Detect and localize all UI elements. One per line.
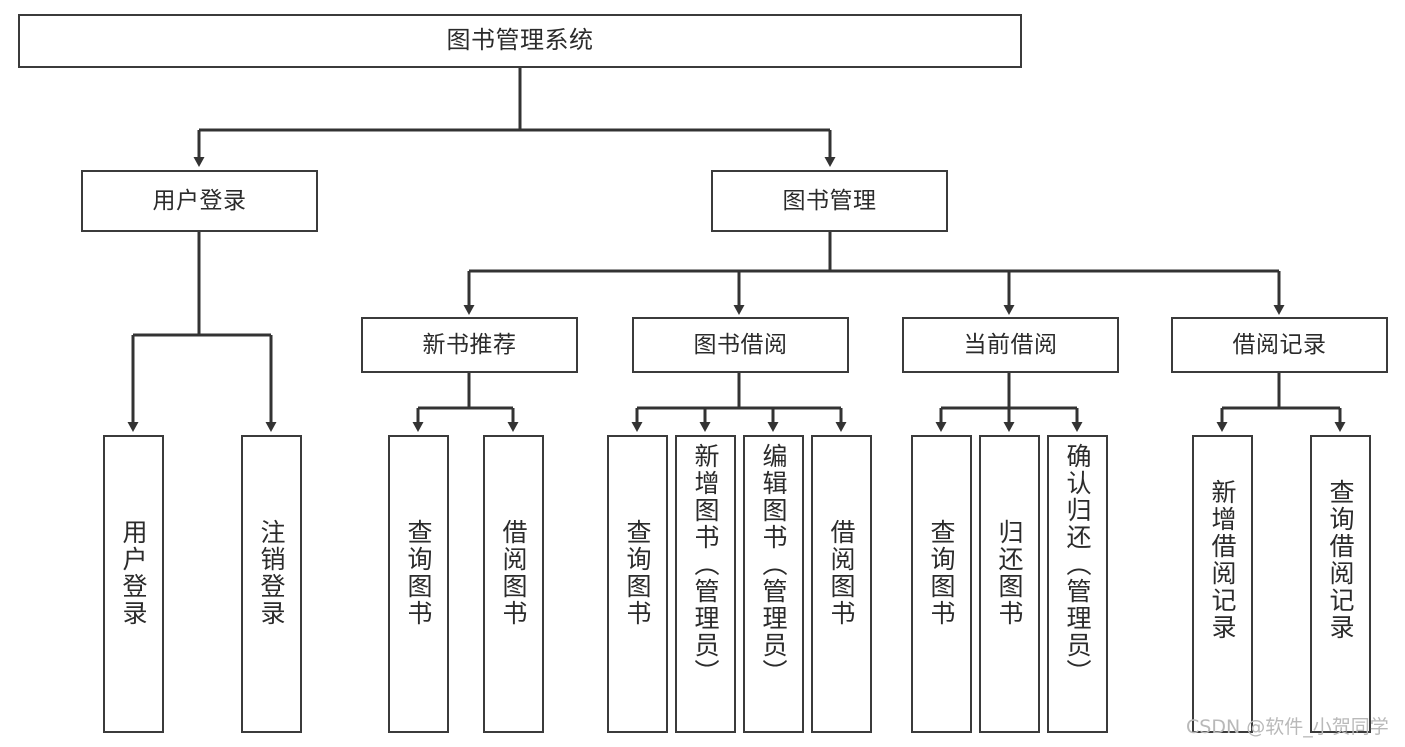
node-label: 用户登录 bbox=[119, 519, 148, 627]
leaf-borrow-record-query-record[interactable]: 查询借阅记录 bbox=[1310, 435, 1371, 733]
node-label: 归还图书 bbox=[995, 519, 1024, 627]
node-label: 借阅记录 bbox=[1232, 331, 1327, 358]
leaf-user-login-login[interactable]: 用户登录 bbox=[103, 435, 164, 733]
node-root-book-management-system[interactable]: 图书管理系统 bbox=[18, 14, 1022, 68]
leaf-book-borrow-edit-book-admin[interactable]: 编辑图书（管理员） bbox=[743, 435, 804, 733]
leaf-user-login-logout[interactable]: 注销登录 bbox=[241, 435, 302, 733]
node-label: 用户登录 bbox=[152, 187, 247, 214]
node-user-login[interactable]: 用户登录 bbox=[81, 170, 318, 232]
node-label: 查询图书 bbox=[404, 519, 433, 627]
node-label: 当前借阅 bbox=[963, 331, 1058, 358]
node-book-management[interactable]: 图书管理 bbox=[711, 170, 948, 232]
leaf-current-borrow-return-book[interactable]: 归还图书 bbox=[979, 435, 1040, 733]
node-label: 借阅图书 bbox=[499, 519, 528, 627]
csdn-watermark: CSDN @软件_小贺同学 bbox=[1186, 716, 1389, 738]
leaf-new-book-query-book[interactable]: 查询图书 bbox=[388, 435, 449, 733]
leaf-borrow-record-add-record[interactable]: 新增借阅记录 bbox=[1192, 435, 1253, 733]
node-label: 图书借阅 bbox=[693, 331, 788, 358]
node-label: 新书推荐 bbox=[422, 331, 517, 358]
node-label: 新增图书（管理员） bbox=[691, 443, 720, 686]
node-current-borrow[interactable]: 当前借阅 bbox=[902, 317, 1119, 373]
node-label: 确认归还（管理员） bbox=[1063, 443, 1092, 686]
leaf-current-borrow-confirm-return-admin[interactable]: 确认归还（管理员） bbox=[1047, 435, 1108, 733]
node-label: 查询图书 bbox=[927, 519, 956, 627]
leaf-current-borrow-query-book[interactable]: 查询图书 bbox=[911, 435, 972, 733]
leaf-book-borrow-query-book[interactable]: 查询图书 bbox=[607, 435, 668, 733]
node-label: 查询图书 bbox=[623, 519, 652, 627]
node-label: 编辑图书（管理员） bbox=[759, 443, 788, 686]
node-label: 新增借阅记录 bbox=[1208, 479, 1237, 641]
node-label: 图书管理系统 bbox=[446, 26, 594, 55]
node-label: 查询借阅记录 bbox=[1326, 479, 1355, 641]
node-label: 图书管理 bbox=[782, 187, 877, 214]
node-borrow-record[interactable]: 借阅记录 bbox=[1171, 317, 1388, 373]
node-label: 借阅图书 bbox=[827, 519, 856, 627]
node-new-book-recommend[interactable]: 新书推荐 bbox=[361, 317, 578, 373]
leaf-book-borrow-borrow-book[interactable]: 借阅图书 bbox=[811, 435, 872, 733]
node-label: 注销登录 bbox=[257, 519, 286, 627]
leaf-new-book-borrow-book[interactable]: 借阅图书 bbox=[483, 435, 544, 733]
leaf-book-borrow-add-book-admin[interactable]: 新增图书（管理员） bbox=[675, 435, 736, 733]
node-book-borrow[interactable]: 图书借阅 bbox=[632, 317, 849, 373]
